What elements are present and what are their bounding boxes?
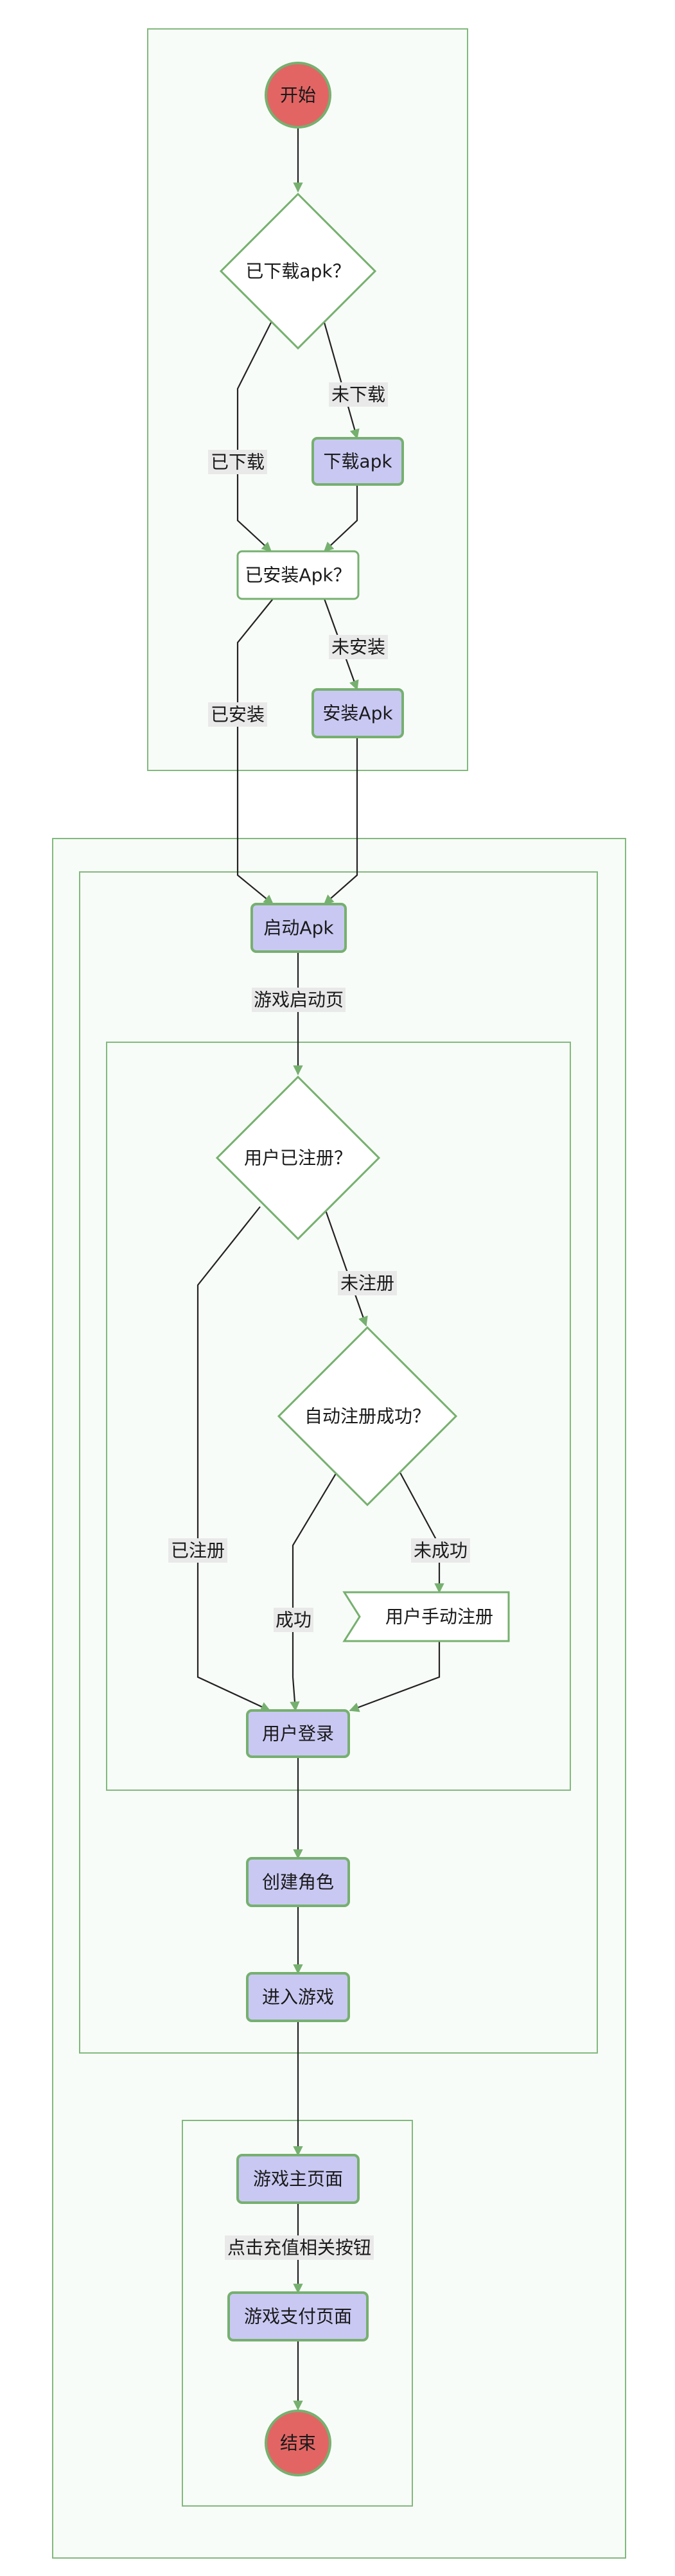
cluster-install [147,28,468,771]
node-auto-register-question: 自动注册成功？ [277,1326,458,1507]
svg-text:结束: 结束 [280,2433,316,2454]
svg-text:已安装Apk？: 已安装Apk？ [245,565,351,586]
svg-text:用户已注册？: 用户已注册？ [244,1148,352,1169]
label-registered: 已注册 [168,1538,227,1563]
svg-text:用户手动注册: 用户手动注册 [385,1606,493,1628]
svg-text:启动Apk: 启动Apk [263,918,334,939]
svg-text:游戏支付页面: 游戏支付页面 [244,2306,352,2327]
svg-text:安装Apk: 安装Apk [322,703,393,724]
node-launch-apk: 启动Apk [250,903,347,953]
edge-registered [197,1206,271,1712]
svg-text:未下载: 未下载 [331,384,385,405]
node-user-login: 用户登录 [246,1709,350,1758]
node-installed-question: 已安装Apk？ [236,550,360,600]
edge-install-launch [323,737,358,905]
label-not-registered: 未注册 [338,1271,397,1295]
label-downloaded: 已下载 [208,450,267,474]
svg-text:未成功: 未成功 [414,1540,468,1561]
node-registered-question: 用户已注册？ [215,1075,381,1241]
node-enter-game: 进入游戏 [246,1972,350,2022]
svg-text:进入游戏: 进入游戏 [262,1987,334,2008]
node-payment-page: 游戏支付页面 [227,2291,369,2341]
svg-text:游戏主页面: 游戏主页面 [253,2169,343,2190]
svg-text:自动注册成功？: 自动注册成功？ [304,1406,430,1427]
label-failed: 未成功 [411,1538,470,1563]
svg-text:开始: 开始 [280,85,316,106]
svg-text:成功: 成功 [276,1610,311,1631]
label-installed: 已安装 [208,702,267,727]
label-recharge: 点击充值相关按钮 [225,2235,374,2260]
svg-text:已注册: 已注册 [171,1540,225,1561]
label-success: 成功 [274,1608,313,1632]
svg-text:用户登录: 用户登录 [262,1723,334,1745]
label-splash: 游戏启动页 [252,988,346,1012]
svg-text:点击充值相关按钮: 点击充值相关按钮 [227,2237,371,2259]
edge-download-installed [323,483,358,553]
svg-text:未安装: 未安装 [331,637,385,658]
node-game-home: 游戏主页面 [236,2154,360,2204]
svg-text:已下载: 已下载 [211,452,265,473]
node-manual-register: 用户手动注册 [342,1591,510,1642]
edge-installed [236,598,274,905]
node-create-role: 创建角色 [246,1857,350,1907]
svg-text:下载apk: 下载apk [323,451,392,472]
edge-notdownloaded [323,322,360,440]
edge-manual-login [349,1640,441,1712]
svg-text:游戏启动页: 游戏启动页 [254,990,344,1011]
node-start: 开始 [265,62,331,129]
svg-text:创建角色: 创建角色 [262,1872,334,1893]
label-not-downloaded: 未下载 [329,382,388,407]
edge-notregistered [323,1206,368,1327]
node-download-apk: 下载apk [311,437,404,486]
svg-text:已安装: 已安装 [211,704,265,725]
svg-text:未注册: 未注册 [340,1273,394,1294]
edge-labels: 未下载 已下载 未安装 已安装 游戏启动页 未注册 已注册 成功 未成功 点击充… [168,382,470,2260]
label-not-installed: 未安装 [329,635,388,659]
node-install-apk: 安装Apk [311,688,404,738]
node-end: 结束 [265,2410,331,2476]
svg-text:已下载apk？: 已下载apk？ [245,261,350,282]
node-downloaded-question: 已下载apk？ [219,192,377,350]
